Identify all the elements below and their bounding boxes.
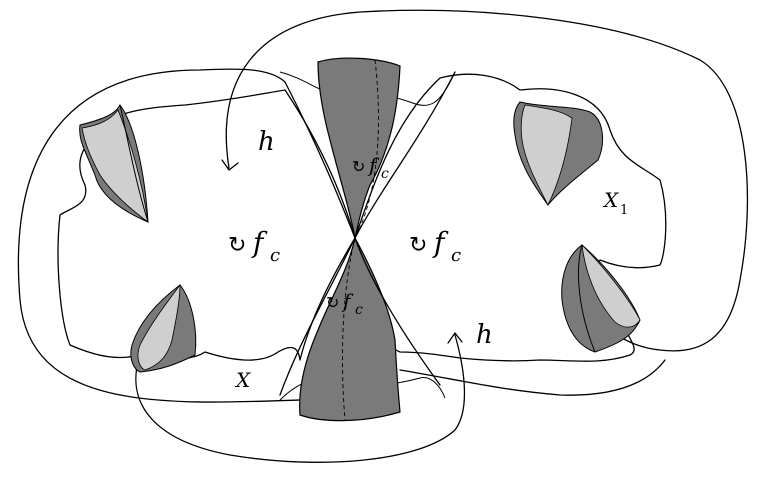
label-h-bottom: h <box>476 320 493 350</box>
svg-text:c: c <box>381 166 389 182</box>
center-cross-right <box>279 71 456 396</box>
label-x: X <box>234 368 251 392</box>
label-h-top: h <box>258 127 275 157</box>
fc-label-right: ↻ f c <box>409 226 461 266</box>
svg-text:c: c <box>451 245 461 266</box>
svg-text:c: c <box>355 302 363 318</box>
svg-text:f: f <box>432 226 449 259</box>
h-arrowhead-bottom <box>447 332 463 344</box>
petal-upper-right <box>513 101 603 206</box>
left-domain-boundary <box>57 89 356 361</box>
rotate-symbol-bottom: ↻ <box>326 293 339 312</box>
label-x1: X 1 <box>602 188 628 218</box>
outer-loop-right-arc <box>399 359 666 396</box>
svg-text:X: X <box>602 188 619 212</box>
outer-loop-bottom <box>135 334 466 463</box>
petal-lower-right <box>561 243 641 353</box>
rotate-symbol-top: ↻ <box>352 157 365 176</box>
outer-loop-top <box>225 9 749 352</box>
svg-text:c: c <box>270 245 280 266</box>
petal-lower-left <box>130 283 197 373</box>
svg-text:1: 1 <box>620 203 628 218</box>
fc-label-left: ↻ f c <box>228 226 280 266</box>
right-domain-boundary <box>354 73 667 362</box>
rotate-symbol-left: ↻ <box>228 233 246 258</box>
petal-upper-left <box>79 104 149 223</box>
central-top-region <box>317 57 401 239</box>
central-top-dashed-axis <box>354 59 379 239</box>
svg-text:f: f <box>251 226 268 259</box>
rotate-symbol-right: ↻ <box>409 233 427 258</box>
h-arrowhead-top <box>221 159 239 171</box>
